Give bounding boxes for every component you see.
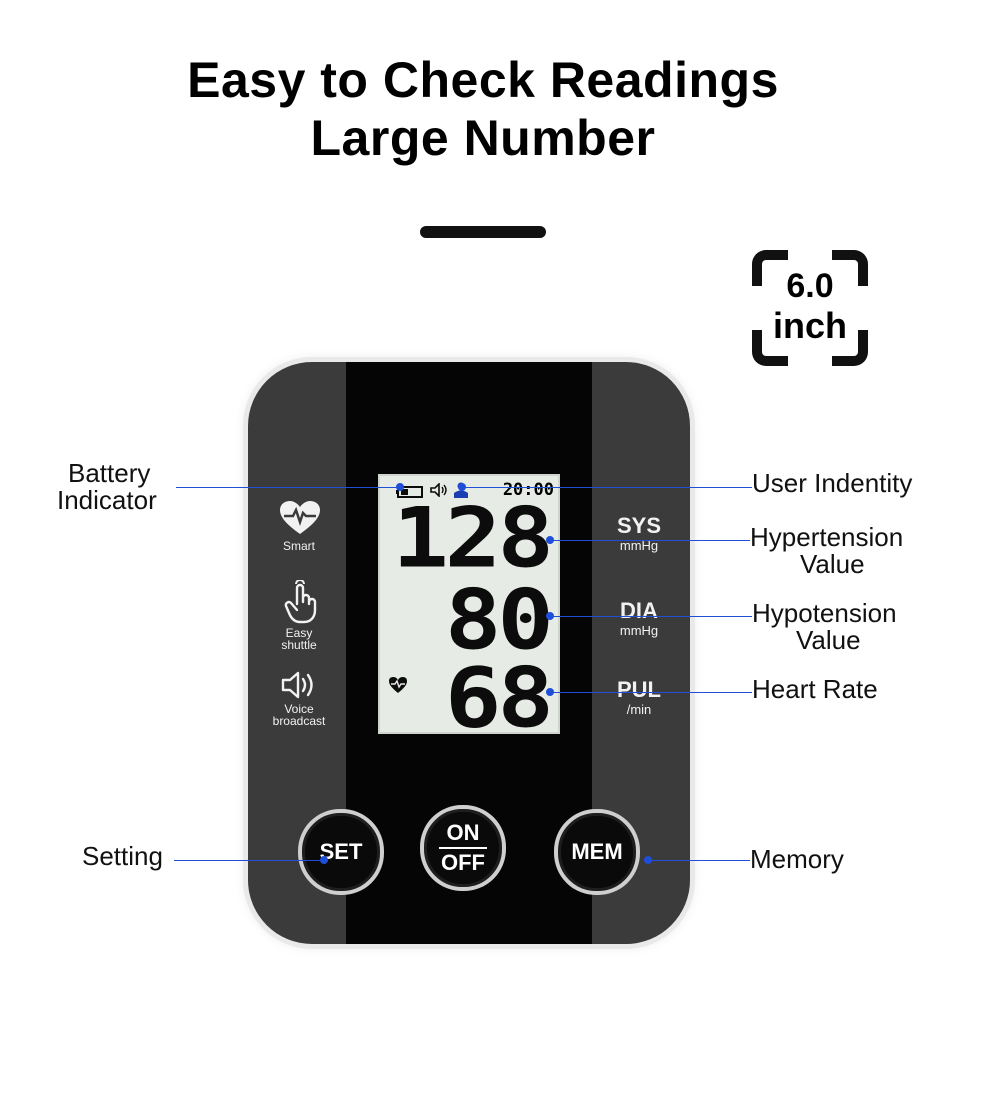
setting-callout-line <box>174 860 324 861</box>
battery-callout-line <box>176 487 400 488</box>
divider <box>420 226 546 238</box>
feature-label-voice: Voice <box>284 702 314 716</box>
heart-icon <box>388 676 408 699</box>
on-label: ON <box>446 820 480 845</box>
on-off-button[interactable]: ON OFF <box>420 805 506 891</box>
dia-label: DIA <box>620 598 658 623</box>
systolic-reading: 128 <box>392 490 554 587</box>
lcd-screen: 20:00 128 80 68 <box>378 474 560 747</box>
battery-icon <box>396 485 426 503</box>
callout-hypertension-line2: Value <box>800 549 865 579</box>
feature-label-smart: Smart <box>282 539 315 553</box>
dia-unit: mmHg <box>619 623 659 638</box>
callout-battery-line1: Battery <box>68 458 151 488</box>
callout-memory: Memory <box>750 844 844 874</box>
on-off-divider <box>439 847 487 849</box>
diastolic-reading: 80 <box>444 572 554 669</box>
sys-label: SYS <box>616 513 662 538</box>
lcd-speaker-icon <box>430 482 448 502</box>
badge-size: 6.0 <box>786 267 834 305</box>
headline-line-1: Easy to Check Readings <box>187 52 779 108</box>
off-label: OFF <box>441 850 485 875</box>
memory-callout-dot <box>644 856 652 864</box>
speaker-icon <box>280 670 320 700</box>
callout-user-identity: User Indentity <box>752 468 913 498</box>
user-callout-line <box>462 487 752 488</box>
callout-hypotension-line2: Value <box>796 625 861 655</box>
pulse-reading: 68 <box>444 650 554 747</box>
pul-unit: /min <box>626 702 652 717</box>
lcd-time: 20:00 <box>502 480 554 500</box>
headline-line-2: Large Number <box>310 110 656 166</box>
callout-heart-rate: Heart Rate <box>752 674 878 704</box>
callout-hypotension-line1: Hypotension <box>752 598 897 628</box>
badge-unit: inch <box>772 305 847 346</box>
hypertension-callout-dot <box>546 536 554 544</box>
badge-corner <box>832 250 868 286</box>
screen-size-badge: 6.0 inch <box>752 250 868 366</box>
battery-callout-dot <box>396 483 404 491</box>
setting-callout-dot <box>320 856 328 864</box>
set-button[interactable]: SET <box>298 809 384 895</box>
heart-wave-icon <box>278 500 322 536</box>
finger-tap-icon <box>282 579 318 624</box>
memory-callout-line <box>648 860 750 861</box>
feature-label-shuttle: shuttle <box>281 638 317 652</box>
badge-corner <box>832 330 868 366</box>
callout-battery-line2: Indicator <box>57 485 157 515</box>
mem-button[interactable]: MEM <box>554 809 640 895</box>
callout-hypertension-line1: Hypertension <box>750 522 904 552</box>
callout-setting: Setting <box>82 841 163 871</box>
hypertension-callout-line <box>551 540 750 541</box>
badge-corner <box>752 330 788 366</box>
hypotension-callout-line <box>551 616 752 617</box>
badge-corner <box>752 250 788 286</box>
hypotension-callout-dot <box>546 612 554 620</box>
feature-label-broadcast: broadcast <box>272 714 326 728</box>
user-callout-dot <box>458 483 466 491</box>
heart-rate-callout-dot <box>546 688 554 696</box>
set-button-label: SET <box>319 839 363 864</box>
feature-label-easy: Easy <box>285 626 313 640</box>
sys-unit: mmHg <box>619 538 659 553</box>
heart-rate-callout-line <box>551 692 752 693</box>
pul-label: PUL <box>617 677 661 702</box>
mem-button-label: MEM <box>571 839 623 864</box>
